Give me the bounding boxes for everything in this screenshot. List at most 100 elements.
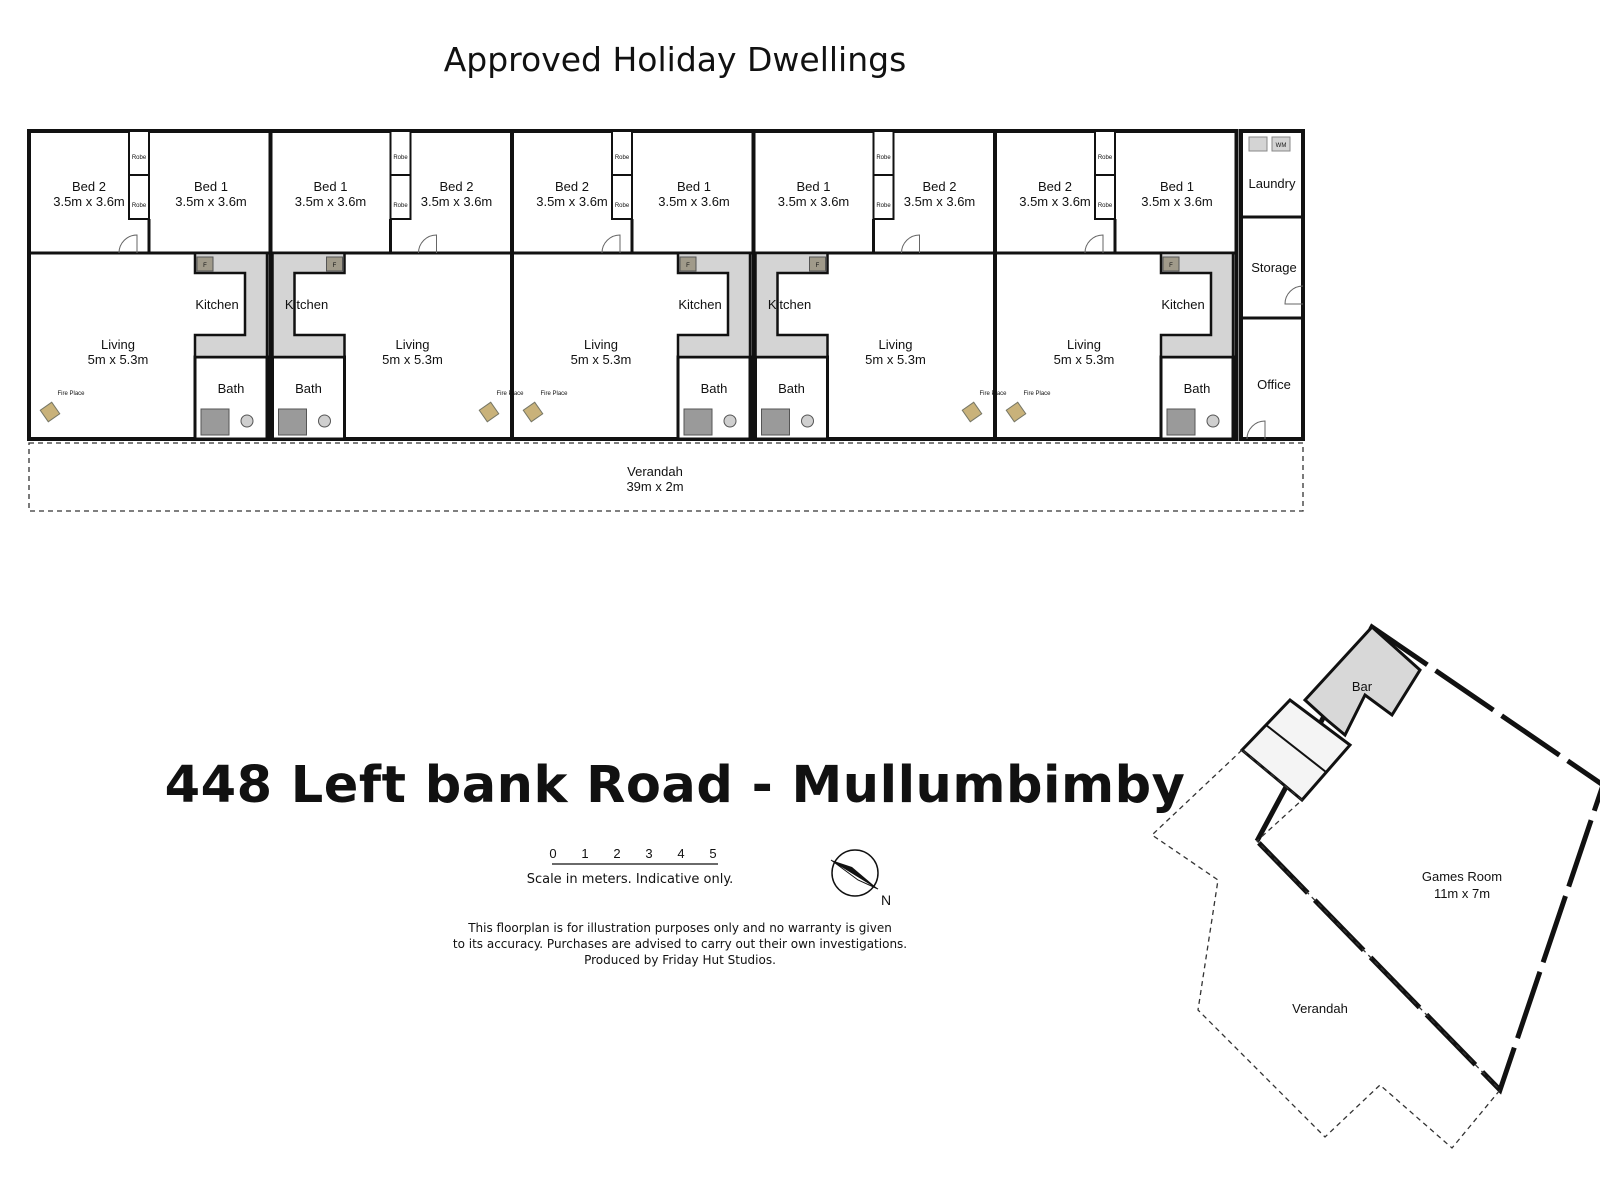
kitchen-label: Kitchen xyxy=(1161,297,1204,312)
bedroom-door xyxy=(418,234,437,254)
verandah-top-label: Verandah xyxy=(627,464,683,479)
bed-label: Bed 1 xyxy=(677,179,711,194)
bed-label: Bed 2 xyxy=(923,179,957,194)
bed-size: 3.5m x 3.6m xyxy=(536,194,608,209)
robe-label: Robe xyxy=(393,203,408,209)
wm-label: WM xyxy=(1276,143,1287,149)
games-verandah-label: Verandah xyxy=(1292,1001,1348,1016)
office-door xyxy=(1246,420,1266,440)
toilet xyxy=(801,414,814,428)
living-label: Living xyxy=(396,337,430,352)
living-size: 5m x 5.3m xyxy=(865,352,926,367)
bathroom-block xyxy=(1239,698,1353,803)
plan-title: Approved Holiday Dwellings xyxy=(443,40,907,79)
kitchen-counter xyxy=(193,251,269,359)
bath-label: Bath xyxy=(778,381,805,396)
scale-tick-2: 2 xyxy=(613,846,621,861)
fireplace-icon xyxy=(1005,401,1027,423)
shower xyxy=(278,408,307,436)
disclaimer-line: This floorplan is for illustration purpo… xyxy=(468,921,892,935)
scale-tick-3: 3 xyxy=(645,846,653,861)
toilet xyxy=(723,414,737,428)
bedroom-door xyxy=(118,234,138,254)
robe-label: Robe xyxy=(876,203,891,209)
fridge xyxy=(326,256,343,272)
bed-size: 3.5m x 3.6m xyxy=(53,194,125,209)
living-size: 5m x 5.3m xyxy=(382,352,443,367)
bed-size: 3.5m x 3.6m xyxy=(175,194,247,209)
kitchen-counter xyxy=(1159,251,1235,359)
kitchen-label: Kitchen xyxy=(195,297,238,312)
service-block: WM Laundry Storage Office xyxy=(1239,129,1305,441)
robe-label: Robe xyxy=(132,203,147,209)
bath-label: Bath xyxy=(701,381,728,396)
fire-place-label: Fire Place xyxy=(1023,391,1051,397)
toilet xyxy=(1206,414,1220,428)
fridge-label: F xyxy=(1169,263,1173,269)
kitchen-counter xyxy=(754,251,829,359)
bed-size: 3.5m x 3.6m xyxy=(904,194,976,209)
bed-label: Bed 2 xyxy=(440,179,474,194)
fireplace-icon xyxy=(478,401,500,423)
washing-machine xyxy=(1271,136,1291,152)
living-label: Living xyxy=(584,337,618,352)
fireplace-icon xyxy=(961,401,983,423)
laundry-label: Laundry xyxy=(1249,176,1296,191)
living-label: Living xyxy=(1067,337,1101,352)
bar-counter xyxy=(1302,624,1422,738)
living-label: Living xyxy=(101,337,135,352)
shower xyxy=(1166,408,1196,436)
fire-place-label: Fire Place xyxy=(540,391,568,397)
shower xyxy=(683,408,713,436)
living-size: 5m x 5.3m xyxy=(88,352,149,367)
living-size: 5m x 5.3m xyxy=(1054,352,1115,367)
games-room-size: 11m x 7m xyxy=(1434,886,1490,901)
robe-label: Robe xyxy=(1098,155,1113,161)
bed-label: Bed 2 xyxy=(1038,179,1072,194)
kitchen-label: Kitchen xyxy=(678,297,721,312)
verandah-top-size: 39m x 2m xyxy=(626,479,683,494)
storage-label: Storage xyxy=(1251,260,1297,275)
kitchen-counter xyxy=(271,251,346,359)
toilet xyxy=(240,414,254,428)
bed-size: 3.5m x 3.6m xyxy=(295,194,367,209)
bed-label: Bed 1 xyxy=(314,179,348,194)
robe-label: Robe xyxy=(615,203,630,209)
scale-caption: Scale in meters. Indicative only. xyxy=(526,872,734,887)
scale-tick-5: 5 xyxy=(709,846,717,861)
bed-label: Bed 2 xyxy=(555,179,589,194)
bath-label: Bath xyxy=(1184,381,1211,396)
robe-label: Robe xyxy=(132,155,147,161)
games-room-label: Games Room xyxy=(1422,869,1502,884)
bed-label: Bed 2 xyxy=(72,179,106,194)
bed-size: 3.5m x 3.6m xyxy=(1141,194,1213,209)
kitchen-label: Kitchen xyxy=(768,297,811,312)
fridge xyxy=(809,256,826,272)
storage-door xyxy=(1284,285,1304,305)
kitchen-label: Kitchen xyxy=(285,297,328,312)
bedroom-door xyxy=(1084,234,1104,254)
bar-label: Bar xyxy=(1352,679,1373,694)
fridge-label: F xyxy=(333,263,337,269)
robe-label: Robe xyxy=(876,155,891,161)
property-address: 448 Left bank Road - Mullumbimby xyxy=(164,756,1186,815)
bed-label: Bed 1 xyxy=(194,179,228,194)
fireplace-icon xyxy=(39,401,61,423)
bedroom-door xyxy=(601,234,621,254)
fire-place-label: Fire Place xyxy=(979,391,1007,397)
bath-room xyxy=(1159,355,1235,441)
living-label: Living xyxy=(879,337,913,352)
bed-size: 3.5m x 3.6m xyxy=(778,194,850,209)
bed-size: 3.5m x 3.6m xyxy=(421,194,493,209)
fire-place-label: Fire Place xyxy=(57,391,85,397)
robe-label: Robe xyxy=(615,155,630,161)
office-label: Office xyxy=(1257,377,1291,392)
fridge-label: F xyxy=(686,263,690,269)
shower xyxy=(200,408,230,436)
bed-label: Bed 1 xyxy=(797,179,831,194)
fixtures xyxy=(39,234,1235,436)
games-building xyxy=(1150,623,1600,1149)
living-size: 5m x 5.3m xyxy=(571,352,632,367)
